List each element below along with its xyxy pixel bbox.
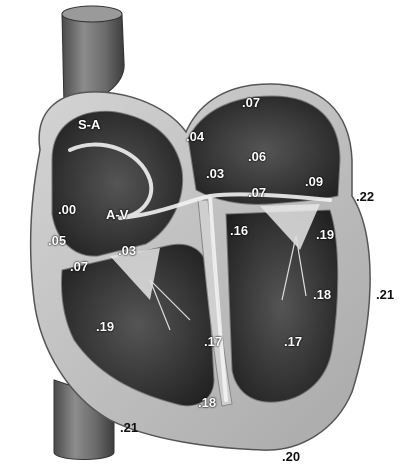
bottom-18-label: .18: [198, 396, 216, 409]
outer-right-21-label: .21: [376, 288, 394, 301]
outer-right-top-label: .22: [356, 190, 374, 203]
sa-node-label: S-A: [78, 118, 100, 131]
av-03-label: .03: [118, 244, 136, 257]
la-top-label: .07: [242, 96, 260, 109]
la-mid-label: .06: [248, 150, 266, 163]
septum-16-label: .16: [230, 224, 248, 237]
bottom-left-21-label: .21: [120, 421, 138, 434]
vena-cava-opening: [62, 6, 122, 22]
la-right-label: .09: [305, 175, 323, 188]
bottom-20-label: .20: [282, 450, 300, 463]
left-07-label: .07: [70, 260, 88, 273]
av-node-label: A-V: [106, 208, 128, 221]
sa-below-label: .00: [58, 203, 76, 216]
lv-18-label: .18: [313, 288, 331, 301]
rv-19-label: .19: [96, 320, 114, 333]
rv-17-label: .17: [204, 335, 222, 348]
lv-17-label: .17: [284, 335, 302, 348]
septum-top-label: .07: [248, 186, 266, 199]
ra-lower-label: .03: [206, 167, 224, 180]
left-05-label: .05: [48, 234, 66, 247]
lv-19-label: .19: [316, 228, 334, 241]
ra-top-label: .04: [186, 130, 204, 143]
